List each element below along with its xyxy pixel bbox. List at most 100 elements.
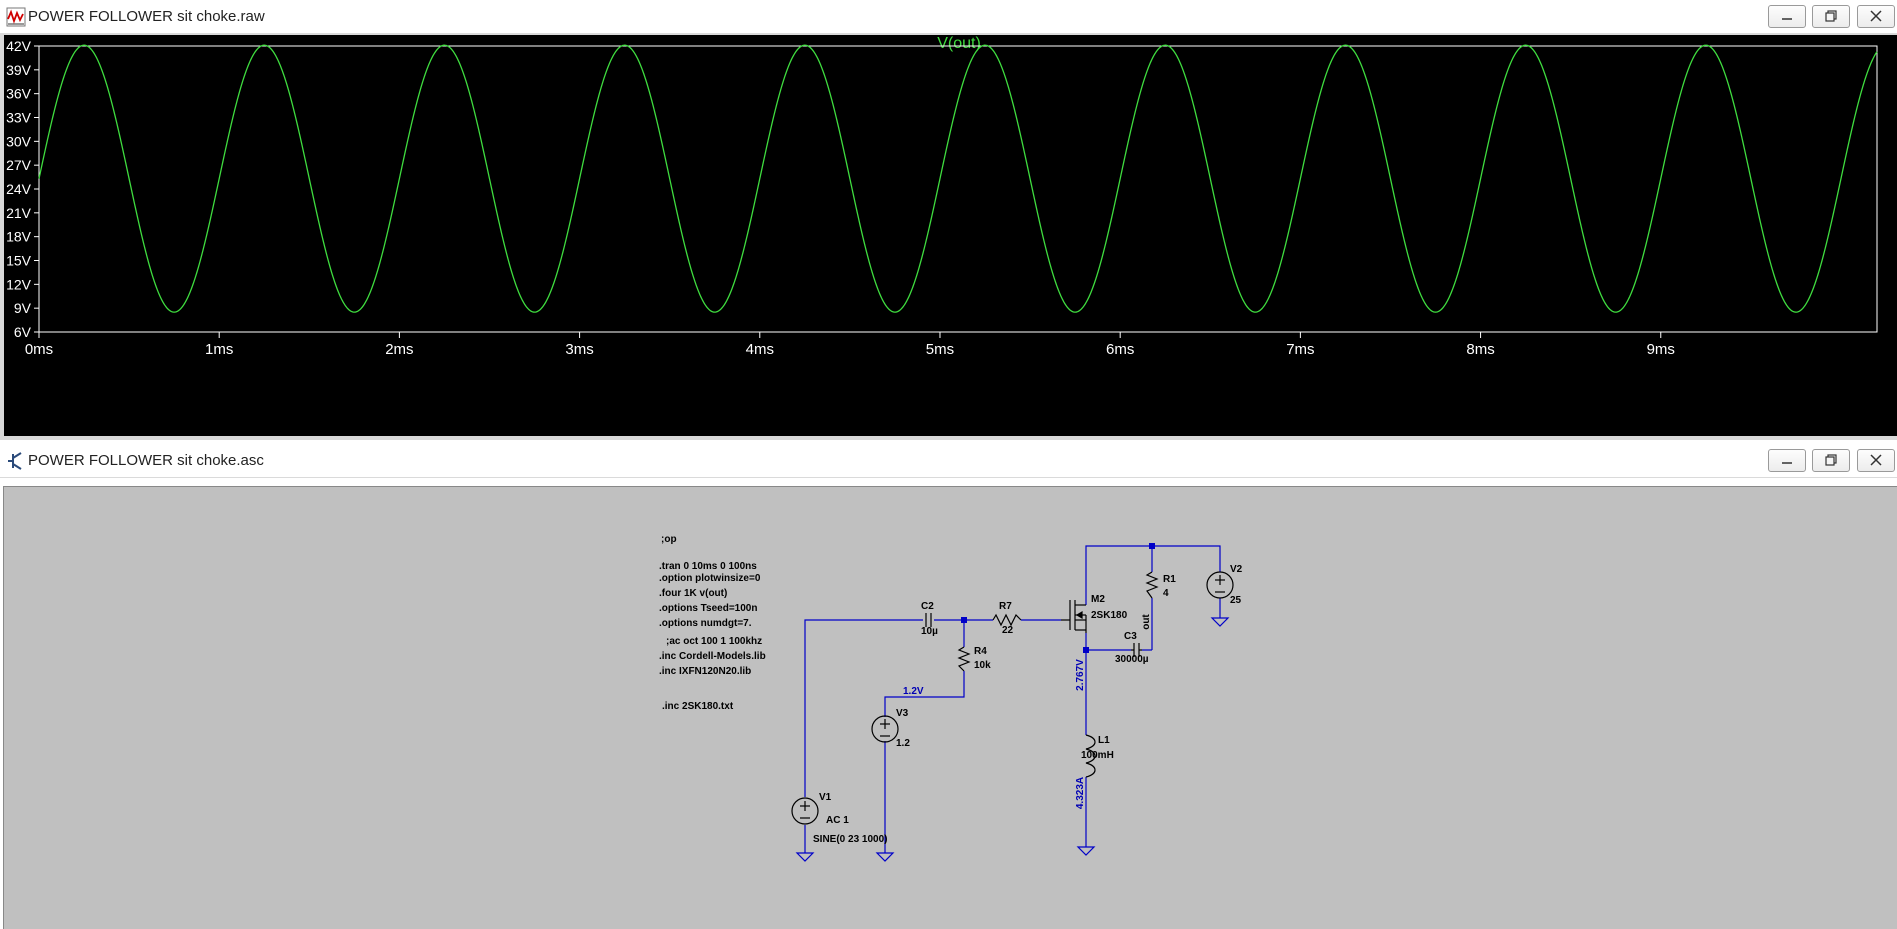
capacitor-c3[interactable] <box>1131 643 1142 657</box>
l1-name: L1 <box>1098 735 1110 746</box>
schematic-close-button[interactable] <box>1857 449 1895 472</box>
x-tick-label: 9ms <box>1647 341 1675 358</box>
spice-directives: ;op .tran 0 10ms 0 100ns .option plotwin… <box>659 534 766 712</box>
directive-four[interactable]: .four 1K v(out) <box>659 588 727 599</box>
v2-name: V2 <box>1230 564 1243 575</box>
schematic-minimize-button[interactable] <box>1768 449 1806 472</box>
x-tick-label: 4ms <box>746 341 774 358</box>
maximize-button[interactable] <box>1812 5 1850 28</box>
inductor-l1[interactable] <box>1085 734 1096 778</box>
v3-value: 1.2 <box>896 738 910 749</box>
directive-inc-2sk180[interactable]: .inc 2SK180.txt <box>662 701 734 712</box>
v1-value2: SINE(0 23 1000) <box>813 834 888 845</box>
plot-background <box>4 35 1897 436</box>
close-icon <box>1870 10 1882 22</box>
y-tick-label: 6V <box>14 324 32 340</box>
x-tick-label: 0ms <box>25 341 53 358</box>
wire-drain-rail[interactable] <box>1085 545 1221 605</box>
maximize-icon <box>1825 10 1837 22</box>
x-tick-label: 3ms <box>565 341 593 358</box>
y-tick-label: 33V <box>6 110 32 126</box>
waveform-window-title: POWER FOLLOWER sit choke.raw <box>28 8 265 25</box>
transistor-icon <box>8 452 22 470</box>
schematic-titlebar[interactable]: POWER FOLLOWER sit choke.asc <box>0 444 1897 478</box>
v3-name: V3 <box>896 708 909 719</box>
directive-inc-ixfn[interactable]: .inc IXFN120N20.lib <box>659 666 751 677</box>
y-tick-label: 27V <box>6 157 32 173</box>
v1-name: V1 <box>819 792 832 803</box>
voltage-source-v1[interactable] <box>791 797 819 825</box>
directive-ac[interactable]: ;ac oct 100 1 100khz <box>666 636 762 647</box>
x-tick-label: 8ms <box>1466 341 1494 358</box>
schematic-canvas[interactable]: ;op .tran 0 10ms 0 100ns .option plotwin… <box>3 486 1897 929</box>
x-tick-label: 1ms <box>205 341 233 358</box>
voltage-source-v3[interactable] <box>871 715 899 743</box>
series-line-vout[interactable] <box>38 44 1878 313</box>
r4-value: 10k <box>974 660 991 671</box>
close-icon <box>1870 454 1882 466</box>
y-tick-label: 9V <box>14 300 32 316</box>
junctions <box>961 543 1155 653</box>
c3-value: 30000µ <box>1115 654 1149 665</box>
grounds <box>795 617 1230 862</box>
wire-r4-v3[interactable] <box>884 671 965 717</box>
x-tick-label: 7ms <box>1286 341 1314 358</box>
directive-tran[interactable]: .tran 0 10ms 0 100ns <box>659 561 757 572</box>
schematic-window-title: POWER FOLLOWER sit choke.asc <box>28 452 264 469</box>
minimize-icon <box>1782 18 1792 20</box>
y-tick-label: 12V <box>6 276 32 292</box>
l1-value: 100mH <box>1081 750 1114 761</box>
component-labels: C2 10µ R7 22 R4 10k M2 2SK180 R1 4 V2 25… <box>813 564 1243 845</box>
v2-value: 25 <box>1230 595 1242 606</box>
close-button[interactable] <box>1857 5 1895 28</box>
annotations: out 1.2V 2.767V 4.323A <box>903 614 1152 810</box>
ground-l1 <box>1076 846 1096 856</box>
m2-value: 2SK180 <box>1091 610 1128 621</box>
directive-plotwinsize[interactable]: .option plotwinsize=0 <box>659 573 761 584</box>
ground-v3 <box>875 852 895 862</box>
directive-inc-cordell[interactable]: .inc Cordell-Models.lib <box>659 651 766 662</box>
junction-drain-node <box>1149 543 1155 549</box>
y-tick-label: 36V <box>6 86 32 102</box>
waveform-window: POWER FOLLOWER sit choke.raw V(out) 42V 3… <box>0 0 1897 440</box>
directive-numdgt[interactable]: .options numdgt=7. <box>659 618 752 629</box>
voltage-source-v2[interactable] <box>1206 571 1234 599</box>
y-tick-label: 42V <box>6 38 32 54</box>
y-tick-label: 15V <box>6 253 32 269</box>
directive-tseed[interactable]: .options Tseed=100n <box>659 603 757 614</box>
net-label-out[interactable]: out <box>1141 614 1152 630</box>
directive-op[interactable]: ;op <box>661 534 677 545</box>
c2-name: C2 <box>921 601 934 612</box>
schematic-window: POWER FOLLOWER sit choke.asc ;op .tran 0… <box>0 444 1897 929</box>
y-tick-label: 39V <box>6 62 32 78</box>
mosfet-m2[interactable] <box>1061 600 1087 633</box>
waveform-titlebar[interactable]: POWER FOLLOWER sit choke.raw <box>0 0 1897 34</box>
resistor-r1[interactable] <box>1145 571 1159 599</box>
source-voltage-label: 2.767V <box>1075 659 1086 691</box>
x-tick-label: 2ms <box>385 341 413 358</box>
ground-v2 <box>1210 617 1230 627</box>
chart-title: V(out) <box>937 35 981 52</box>
c2-value: 10µ <box>921 626 938 637</box>
r1-value: 4 <box>1163 588 1169 599</box>
inductor-current-label: 4.323A <box>1075 777 1086 809</box>
v1-value: AC 1 <box>826 815 849 826</box>
schematic-drawing[interactable]: ;op .tran 0 10ms 0 100ns .option plotwin… <box>4 487 1897 887</box>
r4-name: R4 <box>974 646 987 657</box>
r7-value: 22 <box>1002 625 1014 636</box>
waveform-icon <box>6 7 26 27</box>
y-tick-label: 30V <box>6 133 32 149</box>
resistor-r4[interactable] <box>957 646 971 672</box>
capacitor-c2[interactable] <box>925 613 932 627</box>
r7-name: R7 <box>999 601 1012 612</box>
wire-v1-c2[interactable] <box>804 619 923 797</box>
resistor-r7[interactable] <box>992 613 1022 627</box>
waveform-chart[interactable]: V(out) 42V39V36V33V30V27V24V21V18V15V12V… <box>4 35 1897 436</box>
schematic-maximize-button[interactable] <box>1812 449 1850 472</box>
maximize-icon <box>1825 454 1837 466</box>
x-tick-label: 5ms <box>926 341 954 358</box>
bias-voltage-label: 1.2V <box>903 686 924 697</box>
y-tick-label: 18V <box>6 229 32 245</box>
minimize-button[interactable] <box>1768 5 1806 28</box>
